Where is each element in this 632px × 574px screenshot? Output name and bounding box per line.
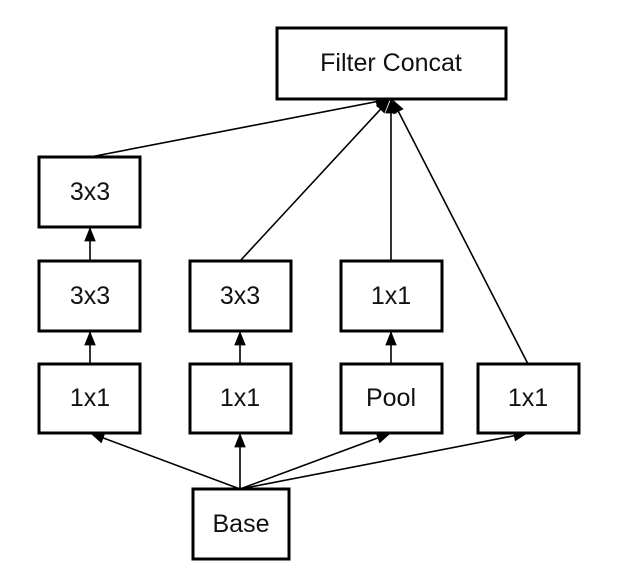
node-branch1-bottom-1x1: 1x1 (37, 362, 142, 435)
edge-branch1-to-concat (89, 96, 391, 158)
node-base-label: Base (213, 510, 270, 538)
node-branch3-mid-label: 1x1 (371, 282, 411, 310)
node-branch1-mid-3x3: 3x3 (37, 259, 142, 333)
node-branch2-bottom-1x1: 1x1 (188, 362, 293, 435)
node-filter-concat: Filter Concat (275, 26, 508, 101)
node-base: Base (191, 487, 291, 561)
node-branch4-bottom-1x1: 1x1 (476, 362, 581, 435)
node-filter-concat-label: Filter Concat (320, 49, 462, 77)
edge-branch2-to-concat (239, 98, 391, 262)
node-branch2-mid-3x3: 3x3 (188, 259, 293, 333)
edge-base-to-pool (239, 432, 392, 490)
node-branch4-bottom-label: 1x1 (508, 384, 548, 412)
edge-base-to-branch4-1x1 (239, 430, 529, 490)
node-branch1-top-3x3: 3x3 (37, 155, 142, 229)
node-branch1-top-label: 3x3 (70, 178, 110, 206)
node-branch3-mid-1x1: 1x1 (339, 259, 444, 333)
node-branch2-bottom-label: 1x1 (220, 384, 260, 412)
node-branch1-mid-label: 3x3 (70, 282, 110, 310)
node-pool-label: Pool (366, 384, 416, 412)
edge-base-to-branch1-1x1 (89, 432, 241, 490)
node-pool: Pool (339, 362, 444, 435)
edge-branch4-to-concat (391, 98, 529, 365)
node-branch2-mid-label: 3x3 (220, 282, 260, 310)
node-branch1-bottom-label: 1x1 (70, 384, 110, 412)
